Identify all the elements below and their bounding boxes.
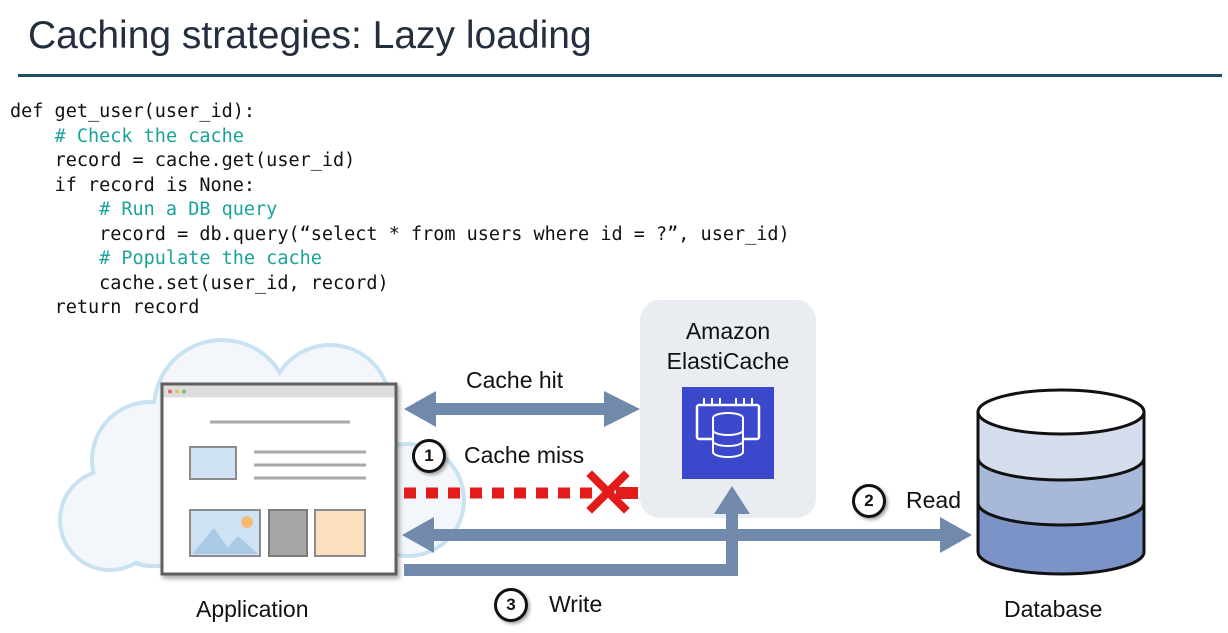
read-label: Read: [906, 487, 961, 513]
application-label: Application: [196, 596, 309, 622]
elasticache-icon: [682, 387, 774, 479]
x-mark-icon: [586, 470, 630, 514]
title-divider: [18, 74, 1222, 77]
browser-window-icon: [160, 382, 398, 576]
code-line: if record is None:: [54, 174, 256, 196]
code-comment-line: # Run a DB query: [99, 199, 278, 220]
code-line: return record: [54, 297, 200, 318]
elasticache-label-line1: Amazon: [685, 318, 771, 344]
code-line: record = cache.get(user_id): [54, 150, 356, 171]
code-comment-line: # Check the cache: [54, 125, 244, 147]
elasticache-label: Amazon ElastiCache: [640, 316, 816, 376]
step-2-badge: 2: [852, 484, 886, 518]
code-comment-line: # Populate the cache: [99, 248, 322, 269]
step-1-badge: 1: [412, 439, 446, 473]
database-icon: [976, 388, 1146, 576]
code-line: def get_user(user_id):: [10, 101, 256, 122]
cache-hit-arrow: [404, 391, 640, 427]
code-line: record = db.query(“select * from users w…: [99, 223, 790, 245]
database-label: Database: [1004, 596, 1103, 622]
read-arrow: [402, 517, 972, 553]
cache-miss-label: Cache miss: [464, 442, 585, 468]
step-3-badge: 3: [494, 588, 528, 622]
write-label: Write: [549, 591, 603, 617]
code-line: cache.set(user_id, record): [99, 272, 389, 294]
cache-hit-label: Cache hit: [466, 367, 564, 393]
elasticache-label-line2: ElastiCache: [666, 348, 790, 374]
cache-miss-line-end: [616, 487, 638, 499]
code-block: def get_user(user_id): # Check the cache…: [10, 100, 790, 321]
write-arrow: [404, 486, 750, 576]
slide-title: Caching strategies: Lazy loading: [28, 14, 592, 57]
